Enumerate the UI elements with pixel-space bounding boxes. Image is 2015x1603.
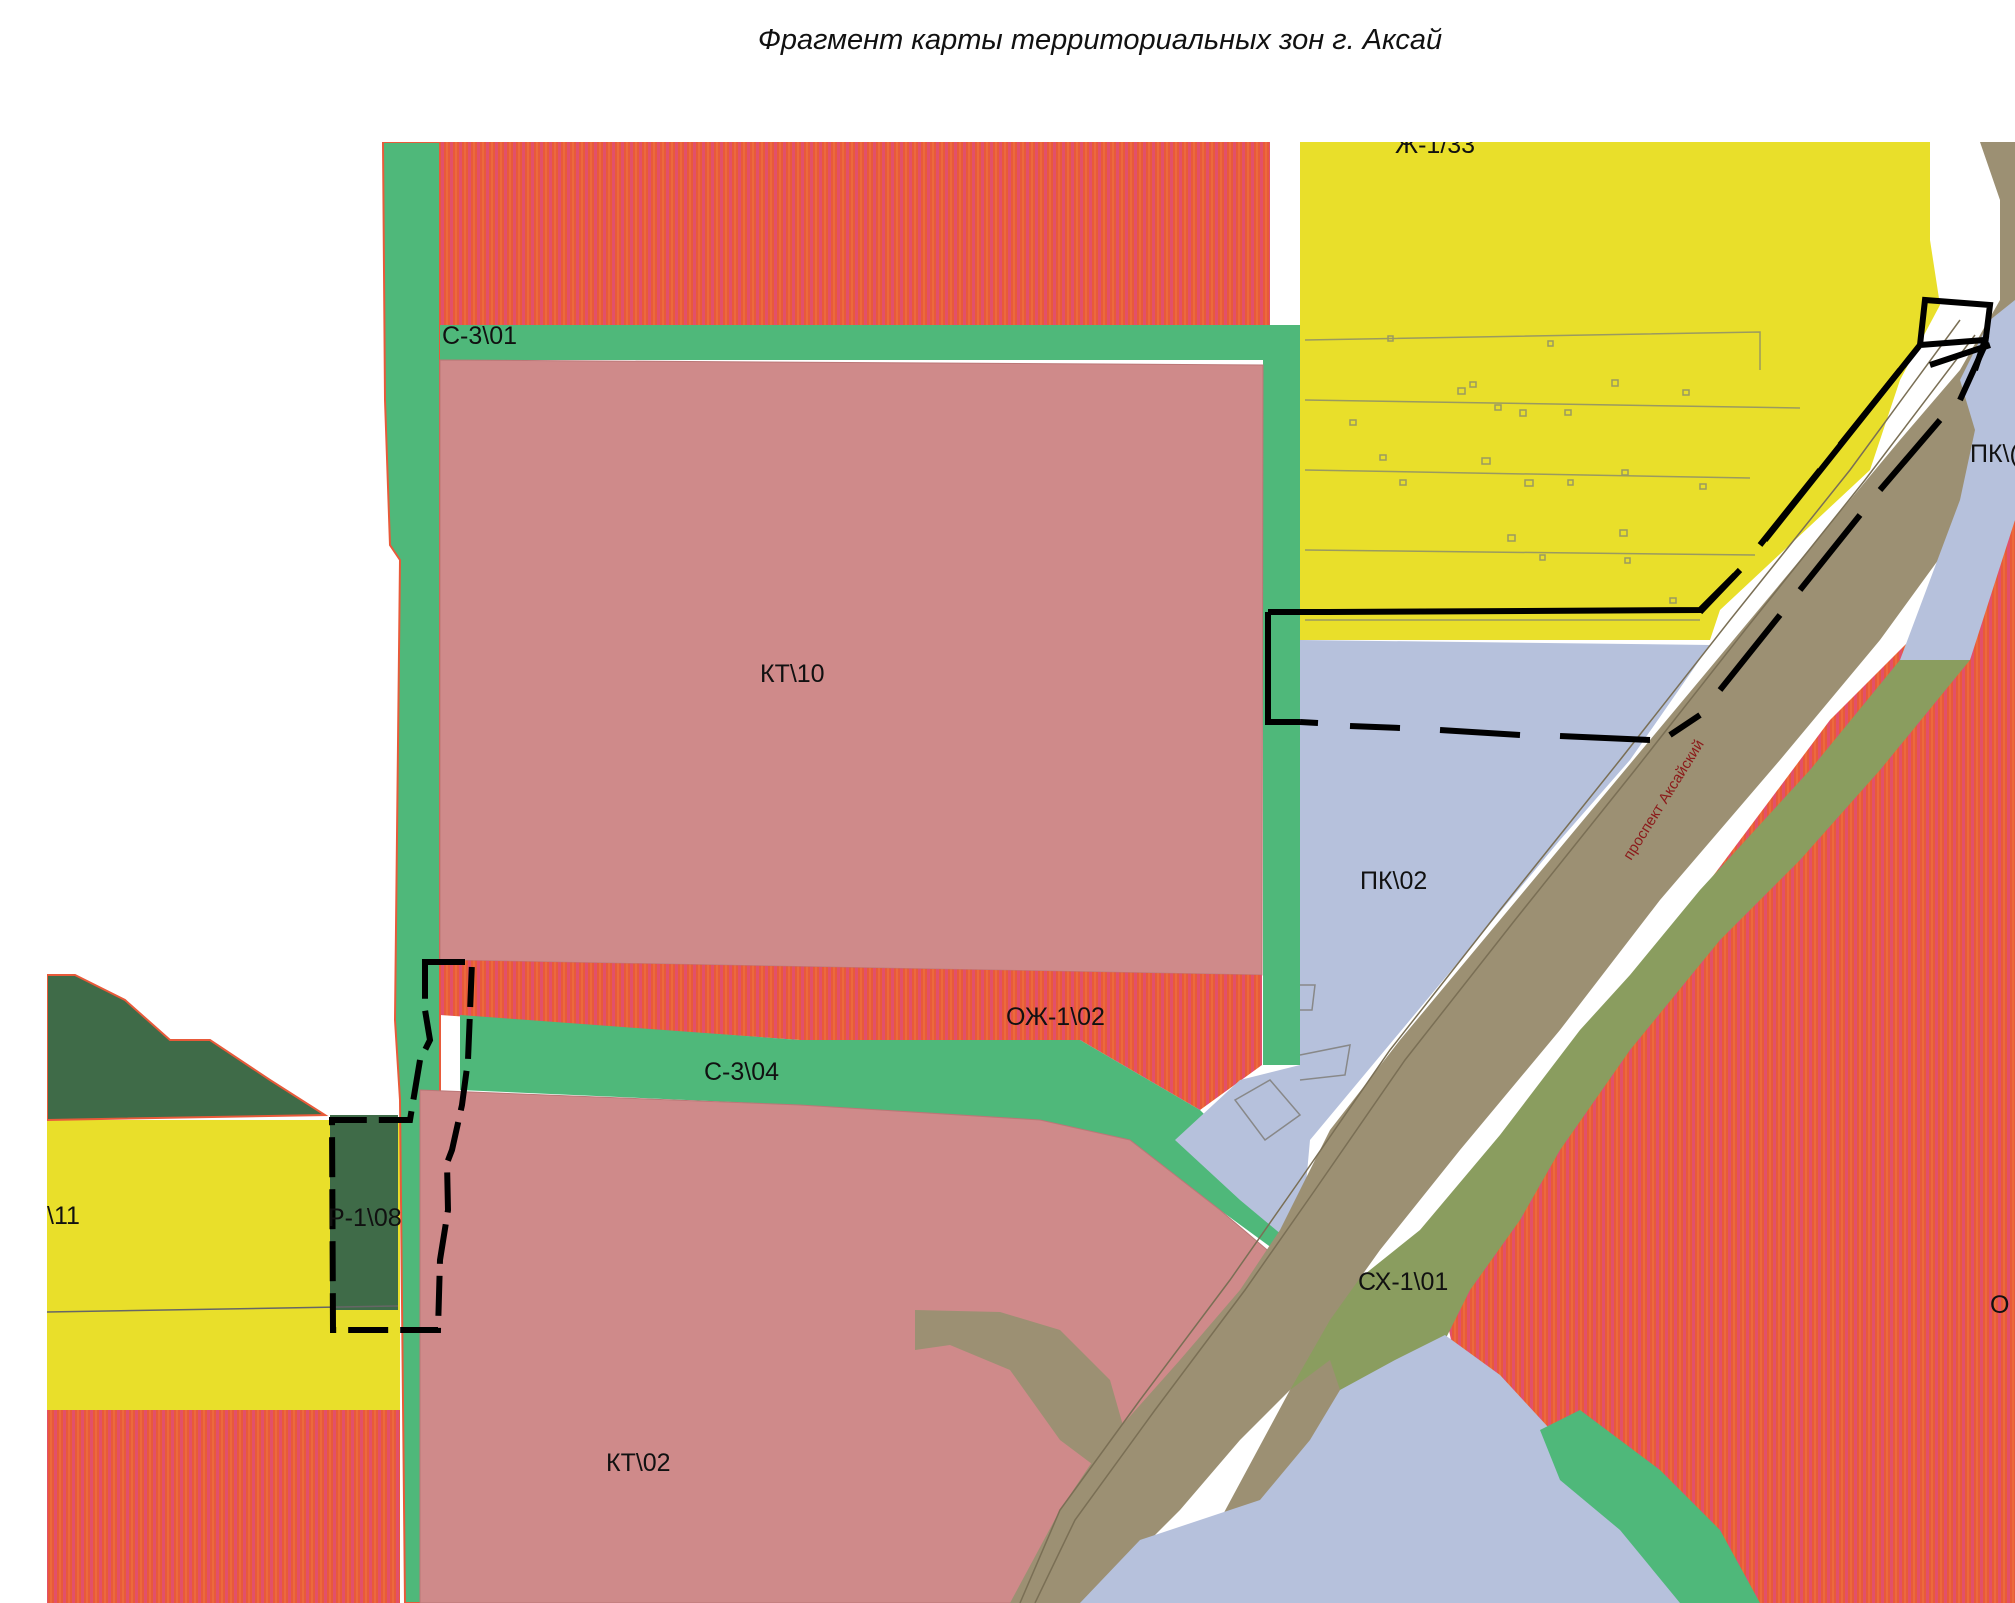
zone-s3-04 <box>460 1015 1300 1265</box>
label-ozh1-02: ОЖ-1\02 <box>1006 1003 1105 1031</box>
zone-olive-strip <box>1290 490 1970 1440</box>
label-kt02: КТ\02 <box>606 1449 671 1477</box>
map-left-margin <box>0 142 47 1603</box>
zone-pk-topright <box>1900 300 2015 660</box>
label-s3-04: С-3\04 <box>704 1058 779 1086</box>
road-lines <box>1019 319 1976 1603</box>
label-left-partial: \11 <box>47 1202 80 1230</box>
zone-left-striped <box>47 1410 400 1603</box>
zone-road-spur <box>915 1310 1130 1470</box>
label-pk02: ПК\02 <box>1360 867 1427 895</box>
parcel-lines <box>1304 331 1801 621</box>
zone-pk02 <box>1175 640 1710 1250</box>
zone-ozh1-02 <box>440 960 1262 1110</box>
label-right-partial: О <box>1990 1291 2009 1319</box>
zone-green-lower-right <box>1540 1410 1760 1603</box>
zone-kt10 <box>439 359 1264 976</box>
zone-pk-lower <box>1080 1335 1720 1603</box>
zone-top-striped <box>440 142 1270 327</box>
zone-right-striped <box>1445 520 2015 1603</box>
label-pk-partial: ПК\( <box>1970 440 2015 468</box>
label-kt10: КТ\10 <box>760 660 825 688</box>
zone-dark-green-left <box>46 974 329 1122</box>
map-title: Фрагмент карты территориальных зон г. Ак… <box>757 24 1443 56</box>
map-top-margin <box>0 100 2015 142</box>
parcel-line <box>46 1305 399 1313</box>
zone-road-main <box>1010 142 2015 1603</box>
label-skh1-01: СХ-1\01 <box>1358 1268 1448 1296</box>
zone-r1-08 <box>330 1115 398 1310</box>
label-s3-01: С-3\01 <box>442 322 517 350</box>
project-boundary <box>328 296 1994 1333</box>
zone-s3-01 <box>440 325 1300 360</box>
building-outlines <box>1233 984 1351 1142</box>
zone-kt02 <box>419 1089 1286 1603</box>
label-r1-08: Р-1\08 <box>328 1204 402 1232</box>
